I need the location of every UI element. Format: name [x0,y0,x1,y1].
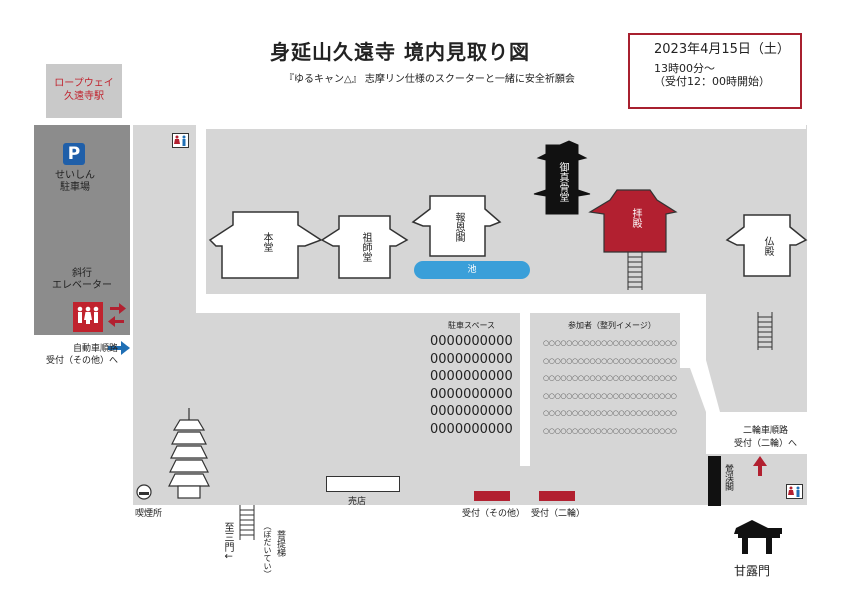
map-title: 身延山久遠寺 境内見取り図 [270,40,530,64]
shop-label: 売店 [348,497,367,507]
participant-row: ○○○○○○○○○○○○○○○○○○○○○○○ [543,374,677,382]
car-route-arrow-icon [108,341,130,355]
soshido-label: 祖師堂 [360,232,371,262]
bike-route-arrow-icon [753,456,767,476]
participants-label: 参加者（整列イメージ） [568,321,656,330]
butsuden-label: 仏殿 [762,236,773,256]
kanromon-gate-icon [734,520,782,554]
goshinkotsudo-building [533,140,591,215]
hondo-building [208,211,323,279]
elevator-label: 斜行 エレベーター [34,268,130,292]
ropeway-label-1: ロープウェイ [54,78,114,89]
elevator-label-2: エレベーター [52,280,112,291]
reception-other-label: 受付（その他） [462,509,526,519]
ropeway-label-2: 久遠寺駅 [64,91,104,102]
east-stairs [757,312,773,350]
haiden-label: 拝殿 [630,208,641,228]
parking-row: 0000000000 [430,369,513,384]
soshido-building [320,215,409,279]
parking-row: 0000000000 [430,334,513,349]
pagoda-icon [168,408,210,499]
parking-row: 0000000000 [430,421,513,437]
oukeikaku-label: 鶯渓閣 [723,464,733,491]
car-route-label: 自動車順路 受付（その他）へ [46,343,119,367]
event-date: 2023年4月15日（土） [654,42,790,57]
participant-row: ○○○○○○○○○○○○○○○○○○○○○○○ [543,391,677,400]
participant-row: ○○○○○○○○○○○○○○○○○○○○○○○ [543,409,677,417]
participant-rows: ○○○○○○○○○○○○○○○○○○○○○○○ ○○○○○○○○○○○○○○○○… [543,335,677,440]
goshinkotsudo-label: 御真骨堂 [557,162,568,202]
parking-row: 0000000000 [430,351,513,367]
butsuden-building [725,214,808,277]
parking-icon: P [63,143,85,165]
restroom-icon [172,133,189,148]
bodaigai-label: 菩提梯 [275,530,285,557]
bike-route-label-2: 受付（二輪）へ [734,439,798,449]
hoonkaku-building [411,195,502,257]
sanmon-direction-label: 至三門↓ [222,522,233,561]
event-reception-time: （受付12：00時開始） [654,75,770,88]
reception-bike-booth [539,491,575,501]
event-info-box: 2023年4月15日（土） 13時00分～ （受付12：00時開始） [628,33,802,109]
smoking-label: 喫煙所 [135,509,163,519]
parking-space-label: 駐車スペース [448,321,496,330]
hondo-label: 本堂 [261,232,272,252]
parking-row: 0000000000 [430,386,513,402]
path-east [680,306,720,412]
bike-lane [706,412,807,454]
parking-row: 0000000000 [430,404,513,419]
elevator-label-1: 斜行 [72,268,92,279]
participant-row: ○○○○○○○○○○○○○○○○○○○○○○○ [543,339,677,347]
participant-row: ○○○○○○○○○○○○○○○○○○○○○○○ [543,426,677,435]
car-route-label-2: 受付（その他）へ [46,356,119,366]
event-time: 13時00分～ [654,62,715,75]
kanromon-label: 甘露門 [734,564,771,578]
haiden-stairs [627,252,643,290]
bodaigai-reading-label: （ぼだいてい） [263,522,272,578]
hoonkaku-label: 報恩閣 [453,212,464,242]
car-route-label-1: 自動車順路 [73,344,119,354]
bike-route-label: 二輪車順路 受付（二輪）へ [734,425,797,451]
oukeikaku-building [708,456,721,506]
smoking-icon [136,484,152,500]
parking-space-rows: 0000000000 0000000000 0000000000 0000000… [430,333,513,438]
haiden-building [588,189,678,253]
reception-other-booth [474,491,510,501]
bike-route-label-1: 二輪車順路 [743,426,789,436]
parking-label-2: 駐車場 [60,182,90,193]
parking-label: せいしん 駐車場 [46,170,104,194]
restroom-icon-east [786,484,803,499]
participant-row: ○○○○○○○○○○○○○○○○○○○○○○○ [543,356,677,365]
path-main [196,294,706,313]
reception-bike-label: 受付（二輪） [531,509,586,519]
shop-building [326,476,400,492]
pond: 池 [414,261,530,279]
ropeway-station: ロープウェイ 久遠寺駅 [46,64,122,118]
path-divider [520,306,530,466]
parking-label-1: せいしん [55,170,95,181]
restroom-family-icon [73,302,103,332]
bodaigai-stairs [239,505,255,540]
map-subtitle: 『ゆるキャン△』 志摩リン仕様のスクーターと一緒に安全祈願会 [284,74,575,85]
elevator-arrows-icon [108,303,126,327]
path-west [196,125,206,313]
